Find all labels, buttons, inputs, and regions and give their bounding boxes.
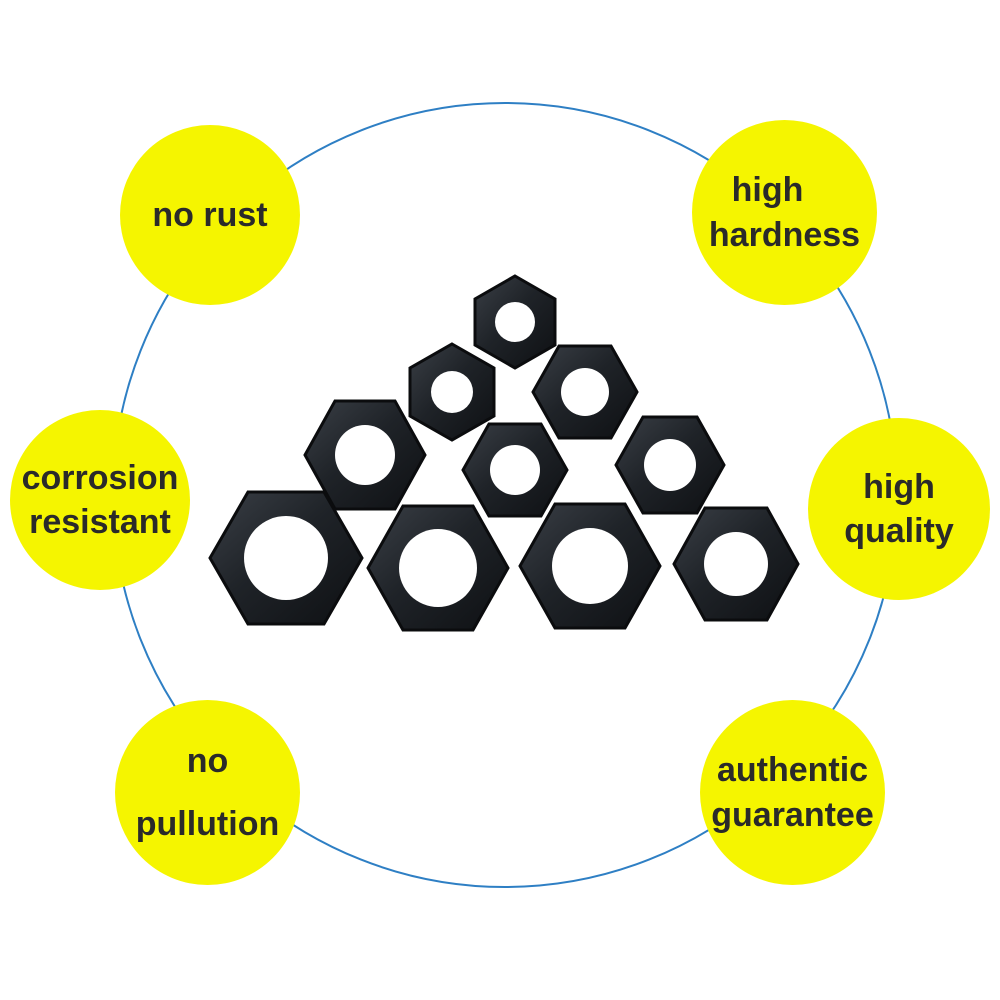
hex-nut (518, 502, 662, 630)
badge-text-line: corrosion (21, 458, 179, 497)
badge-text-line: high (863, 467, 935, 506)
badge-text-line: authentic (716, 751, 869, 790)
badge-text-line: guarantee (711, 795, 874, 834)
feature-badge-no-pullution: no pullution (115, 700, 300, 885)
feature-badge-corrosion-resistant: corrosion resistant (10, 410, 190, 590)
hex-nuts-photo (208, 274, 800, 632)
badge-text-line: quality (844, 512, 954, 550)
hex-nut (473, 274, 557, 370)
hex-nut (461, 422, 569, 518)
feature-badge-high-hardness: high hardness (692, 120, 877, 305)
nut-row-3 (303, 399, 726, 518)
hex-nut (531, 344, 639, 440)
feature-badge-high-quality: high quality (808, 418, 990, 600)
hex-nut (672, 506, 800, 622)
hex-nut (366, 504, 510, 632)
nut-row-bottom (208, 490, 800, 632)
hex-nut (614, 415, 726, 515)
nut-row-top (473, 274, 557, 370)
badge-text-line: pullution (135, 804, 280, 843)
badge-text-line: no (186, 742, 229, 781)
nut-row-2 (408, 342, 639, 442)
badge-text-line: no rust (152, 195, 268, 234)
badge-text-line: high (731, 171, 804, 210)
hex-nut (208, 490, 364, 626)
badge-text-line: resistant (29, 503, 171, 541)
hex-nut (408, 342, 496, 442)
feature-badge-no-rust: no rust (120, 125, 300, 305)
badge-text-line: hardness (708, 215, 861, 254)
feature-badge-authentic-guarantee: authentic guarantee (700, 700, 885, 885)
